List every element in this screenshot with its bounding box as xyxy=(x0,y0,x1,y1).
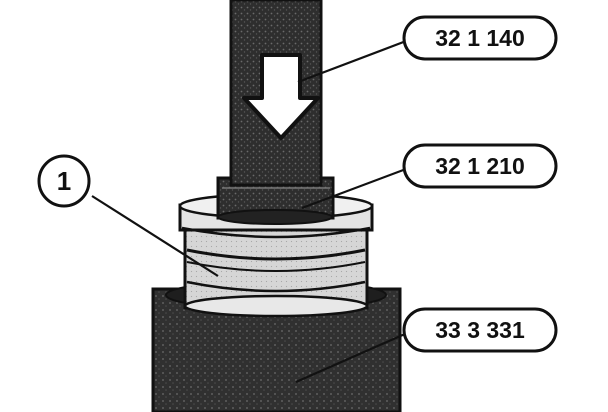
leader-line-upper xyxy=(297,36,415,84)
callout-base-label: 33 3 331 xyxy=(435,317,525,343)
down-arrow-icon xyxy=(242,53,320,140)
leader-lines xyxy=(91,36,415,384)
callout-upper: 32 1 140 xyxy=(402,15,558,61)
leader-line-item xyxy=(91,195,219,277)
callout-base: 33 3 331 xyxy=(402,307,558,353)
callout-collar-label: 32 1 210 xyxy=(435,153,525,179)
item-number-label: 1 xyxy=(57,166,71,196)
leader-line-base xyxy=(295,328,415,384)
callout-collar: 32 1 210 xyxy=(402,143,558,189)
item-number-callout: 1 xyxy=(37,154,91,208)
leader-line-collar xyxy=(301,164,415,210)
callout-upper-label: 32 1 140 xyxy=(435,25,525,51)
